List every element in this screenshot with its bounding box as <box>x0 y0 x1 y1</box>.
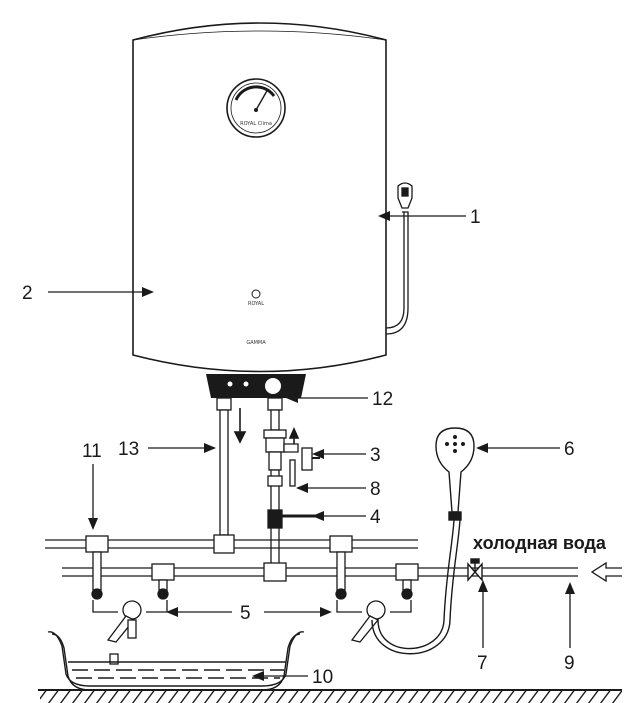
inlet-flow-arrow-icon <box>590 561 622 583</box>
callout-3: 3 <box>370 445 381 466</box>
callout-leaders <box>48 211 575 681</box>
left-mixer <box>91 551 169 665</box>
callout-12: 12 <box>372 389 393 410</box>
power-plug-icon <box>385 182 413 335</box>
gauge-brand-text: ROYAL Clima <box>240 121 272 127</box>
callout-7: 7 <box>477 653 488 674</box>
callout-6: 6 <box>564 439 575 460</box>
shower-hose <box>371 519 461 655</box>
brand-logo: ROYAL GAMMA <box>246 289 266 346</box>
brand-text: ROYAL <box>248 301 264 307</box>
control-panel <box>206 374 306 398</box>
valve-icon <box>467 558 483 582</box>
hot-line-tees <box>85 534 353 554</box>
callout-11: 11 <box>82 441 102 462</box>
basin <box>47 631 305 691</box>
cold-line-tees <box>151 562 419 582</box>
cold-water-label: холодная вода <box>473 533 607 553</box>
shower-head-icon <box>435 427 475 521</box>
temperature-gauge-icon: ROYAL Clima <box>226 78 286 138</box>
water-heater-tank-icon <box>132 22 387 373</box>
callout-8: 8 <box>370 479 381 500</box>
safety-valve-icon <box>263 429 320 487</box>
callout-2: 2 <box>22 283 33 304</box>
cold-water-main <box>62 567 578 577</box>
callout-9: 9 <box>564 653 575 674</box>
callout-4: 4 <box>370 507 381 528</box>
floor <box>38 689 622 703</box>
callout-1: 1 <box>470 207 481 228</box>
model-text: GAMMA <box>246 340 266 346</box>
cold-supply-pipe <box>267 469 316 567</box>
callout-5: 5 <box>240 603 251 624</box>
callout-10: 10 <box>312 667 333 688</box>
callout-13: 13 <box>118 439 139 460</box>
